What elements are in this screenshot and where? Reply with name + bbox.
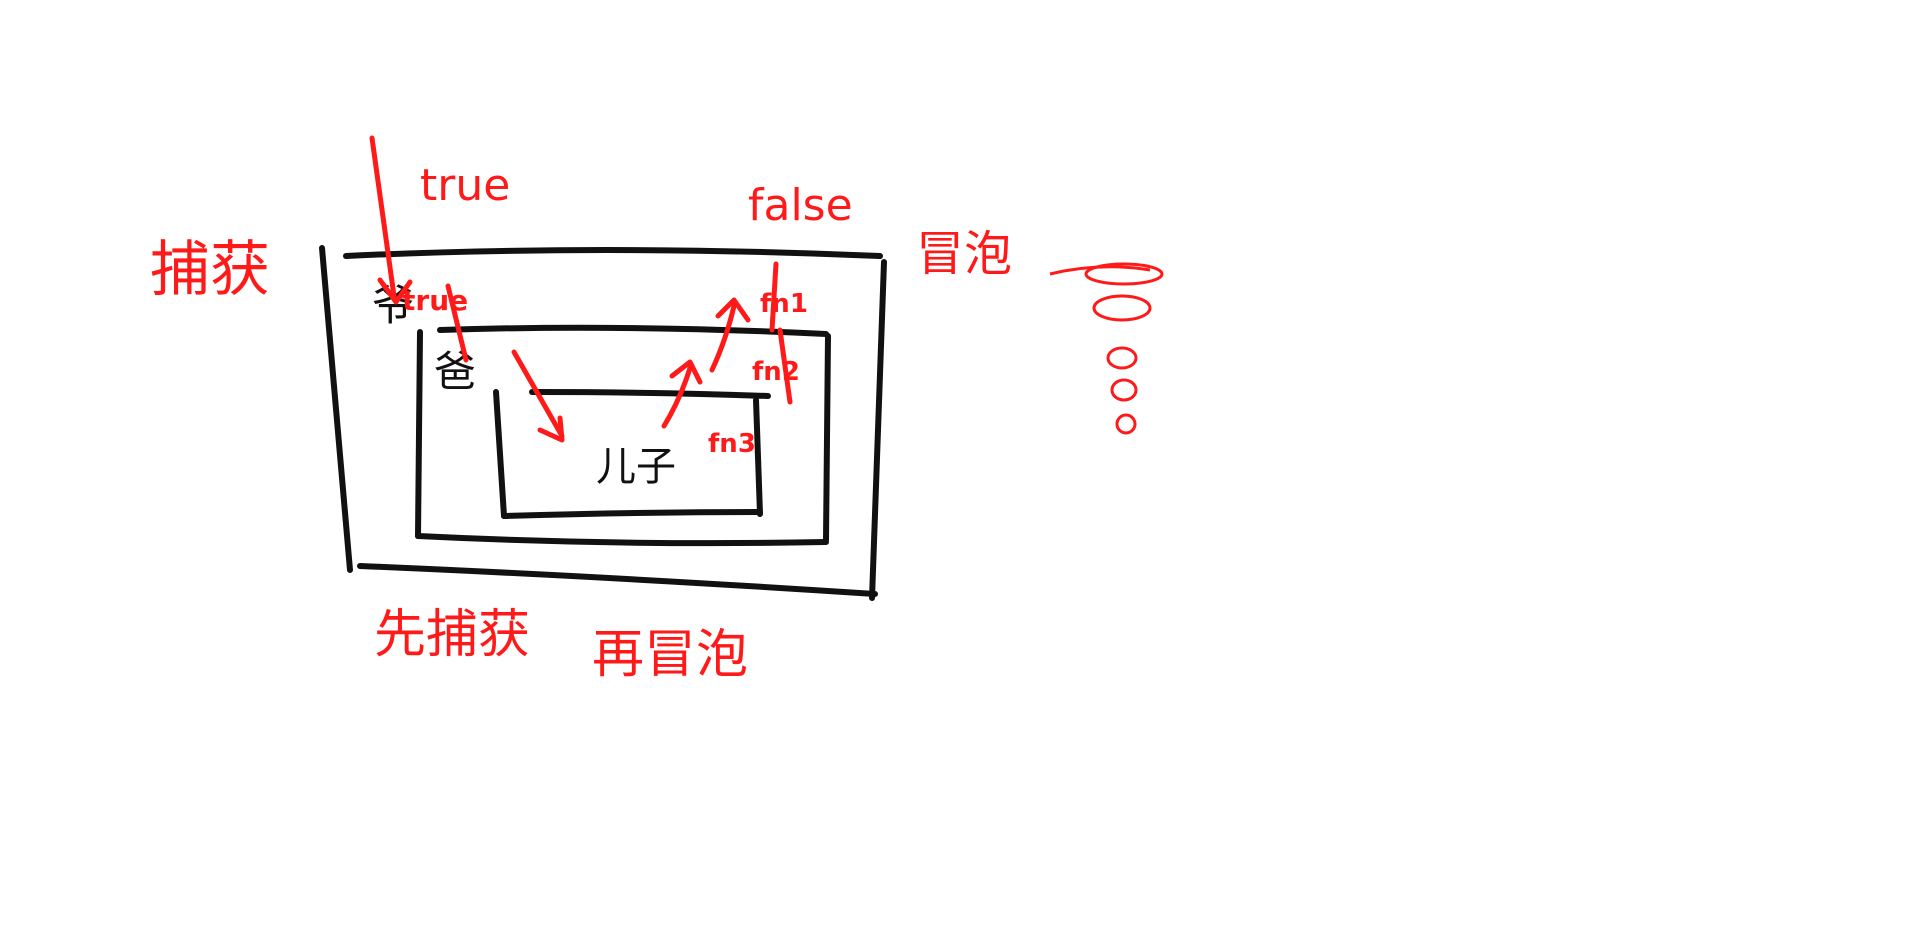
bubbles-icon <box>1049 262 1164 435</box>
marker-bubble-1: fn1 <box>760 289 808 319</box>
marker-bubble-2: fn2 <box>752 357 800 387</box>
label-true-top: true <box>420 160 510 211</box>
inner-box <box>493 389 771 519</box>
marker-bubble-3: fn3 <box>708 429 756 459</box>
label-bottom-bubble: 再冒泡 <box>592 625 748 685</box>
outer-box <box>319 245 887 601</box>
label-capture: 捕获 <box>150 235 270 305</box>
capture-arrow <box>369 135 565 443</box>
bubble-arrows <box>661 261 793 429</box>
marker-outer-capture: true <box>402 284 468 317</box>
label-bottom-capture: 先捕获 <box>374 605 530 665</box>
label-bubble: 冒泡 <box>916 226 1012 282</box>
node-inner-label: 儿子 <box>596 444 676 490</box>
node-middle-label: 爸 <box>434 347 476 396</box>
label-false-top: false <box>748 180 853 231</box>
